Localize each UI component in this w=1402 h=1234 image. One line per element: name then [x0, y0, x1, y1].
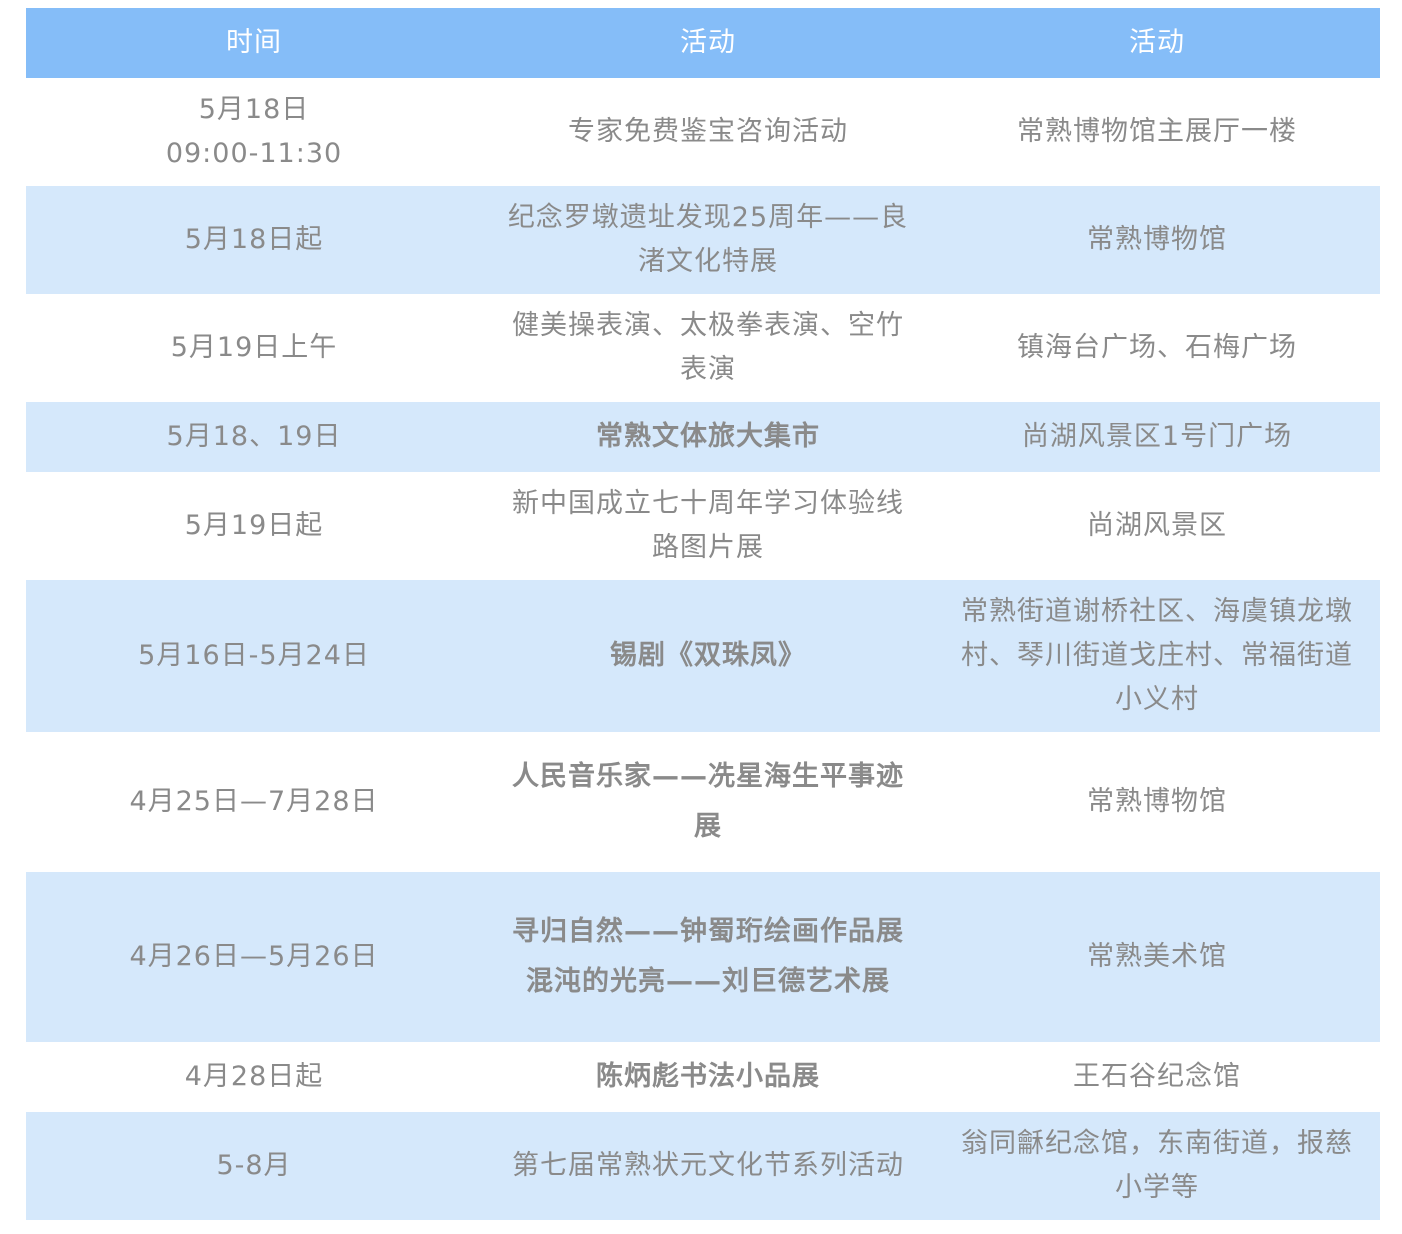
- table-row: 5-8月 第七届常熟状元文化节系列活动 翁同龢纪念馆，东南街道，报慈小学等: [26, 1112, 1380, 1220]
- table-row: 5月19日上午 健美操表演、太极拳表演、空竹表演 镇海台广场、石梅广场: [26, 294, 1380, 402]
- venue-cell: 镇海台广场、石梅广场: [1017, 332, 1297, 363]
- activity-line-1: 寻归自然——钟蜀珩绘画作品展: [512, 916, 904, 947]
- table-row: 5月18、19日 常熟文体旅大集市 尚湖风景区1号门广场: [26, 402, 1380, 472]
- header-activity: 活动: [680, 27, 736, 58]
- time-cell: 5月19日起: [184, 510, 324, 541]
- activity-cell: 第七届常熟状元文化节系列活动: [512, 1150, 904, 1181]
- activity-cell: 健美操表演、太极拳表演、空竹表演: [512, 310, 904, 385]
- venue-cell: 常熟街道谢桥社区、海虞镇龙墩村、琴川街道戈庄村、常福街道小义村: [961, 596, 1353, 715]
- activity-cell: 新中国成立七十周年学习体验线路图片展: [512, 488, 904, 563]
- venue-cell: 常熟博物馆: [1087, 224, 1227, 255]
- time-cell: 5月19日上午: [170, 332, 338, 363]
- header-venue: 活动: [1129, 27, 1185, 58]
- venue-cell: 尚湖风景区: [1087, 510, 1227, 541]
- table-row: 5月16日-5月24日 锡剧《双珠凤》 常熟街道谢桥社区、海虞镇龙墩村、琴川街道…: [26, 580, 1380, 732]
- venue-cell: 尚湖风景区1号门广场: [1021, 421, 1293, 452]
- table-header: 时间 活动 活动: [26, 8, 1380, 78]
- activity-cell: 锡剧《双珠凤》: [610, 640, 806, 671]
- activity-cell: 人民音乐家——冼星海生平事迹展: [512, 761, 904, 842]
- activity-cell: 常熟文体旅大集市: [596, 421, 820, 452]
- venue-cell: 翁同龢纪念馆，东南街道，报慈小学等: [961, 1128, 1353, 1203]
- time-cell: 5月18日 09:00-11:30: [165, 94, 343, 169]
- time-cell: 5-8月: [216, 1150, 292, 1181]
- time-cell: 5月18、19日: [166, 421, 342, 452]
- table-row: 5月18日起 纪念罗墩遗址发现25周年——良渚文化特展 常熟博物馆: [26, 186, 1380, 294]
- activity-cell: 寻归自然——钟蜀珩绘画作品展 混沌的光亮——刘巨德艺术展: [482, 872, 934, 1042]
- table-row: 4月28日起 陈炳彪书法小品展 王石谷纪念馆: [26, 1042, 1380, 1112]
- table-row: 5月18日 09:00-11:30 专家免费鉴宝咨询活动 常熟博物馆主展厅一楼: [26, 78, 1380, 186]
- venue-cell: 王石谷纪念馆: [1073, 1061, 1241, 1092]
- time-cell: 4月28日起: [184, 1061, 324, 1092]
- events-table: 时间 活动 活动 5月18日 09:00-11:30 专家免费鉴宝咨询活动 常熟…: [26, 8, 1380, 1220]
- activity-cell: 陈炳彪书法小品展: [596, 1061, 820, 1092]
- time-cell: 5月18日起: [184, 224, 324, 255]
- time-cell: 4月25日—7月28日: [129, 786, 379, 817]
- table-row: 5月19日起 新中国成立七十周年学习体验线路图片展 尚湖风景区: [26, 472, 1380, 580]
- venue-cell: 常熟美术馆: [1087, 941, 1227, 972]
- time-cell: 4月26日—5月26日: [129, 941, 379, 972]
- table-row: 4月25日—7月28日 人民音乐家——冼星海生平事迹展 常熟博物馆: [26, 732, 1380, 872]
- venue-cell: 常熟博物馆: [1087, 786, 1227, 817]
- time-cell: 5月16日-5月24日: [138, 640, 370, 671]
- table-row: 4月26日—5月26日 寻归自然——钟蜀珩绘画作品展 混沌的光亮——刘巨德艺术展…: [26, 872, 1380, 1042]
- activity-line-2: 混沌的光亮——刘巨德艺术展: [526, 966, 890, 997]
- venue-cell: 常熟博物馆主展厅一楼: [1017, 116, 1297, 147]
- activity-cell: 纪念罗墩遗址发现25周年——良渚文化特展: [507, 202, 909, 277]
- header-time: 时间: [226, 27, 282, 58]
- activity-cell: 专家免费鉴宝咨询活动: [568, 116, 848, 147]
